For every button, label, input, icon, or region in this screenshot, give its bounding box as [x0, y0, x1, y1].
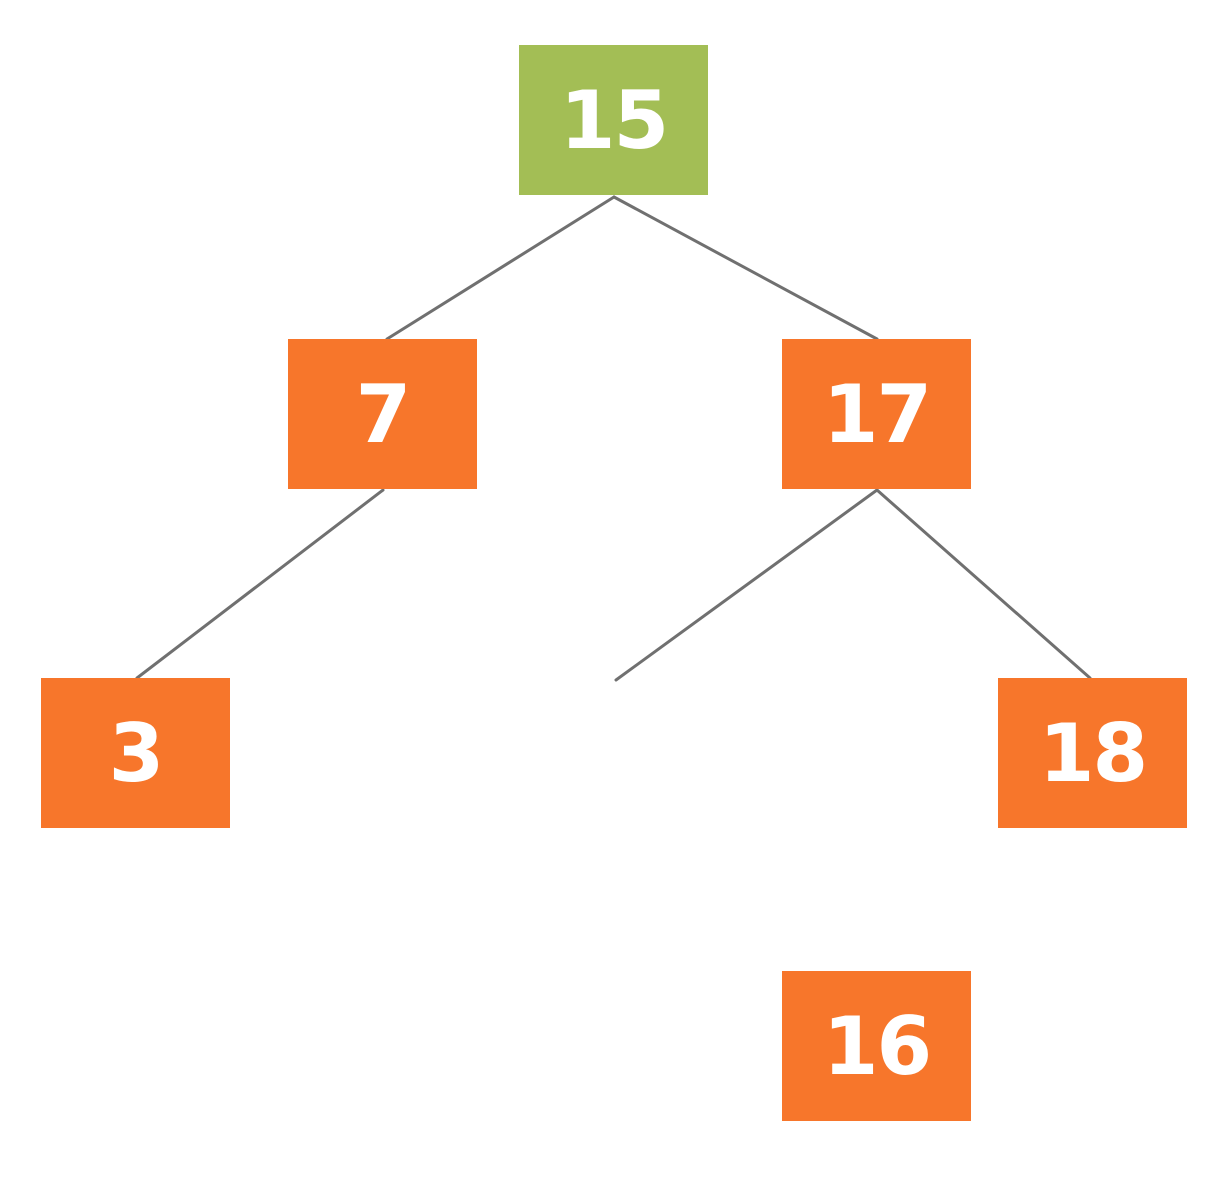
edge-7-3 [135, 488, 385, 680]
node-right-right: 18 [998, 678, 1187, 828]
node-new-insert-label: 16 [822, 999, 932, 1093]
node-left-left: 3 [41, 678, 230, 828]
node-new-insert: 16 [782, 971, 971, 1121]
edge-15-7 [385, 195, 616, 341]
node-root: 15 [519, 45, 708, 195]
edge-15-17 [612, 195, 879, 341]
node-right-right-label: 18 [1038, 706, 1148, 800]
node-left-label: 7 [355, 367, 412, 461]
node-left-left-label: 3 [108, 706, 165, 800]
node-root-label: 15 [559, 73, 669, 167]
edge-17-left-empty [614, 488, 879, 682]
edge-17-18 [875, 488, 1092, 680]
node-right-label: 17 [822, 367, 932, 461]
node-left: 7 [288, 339, 477, 489]
node-right: 17 [782, 339, 971, 489]
